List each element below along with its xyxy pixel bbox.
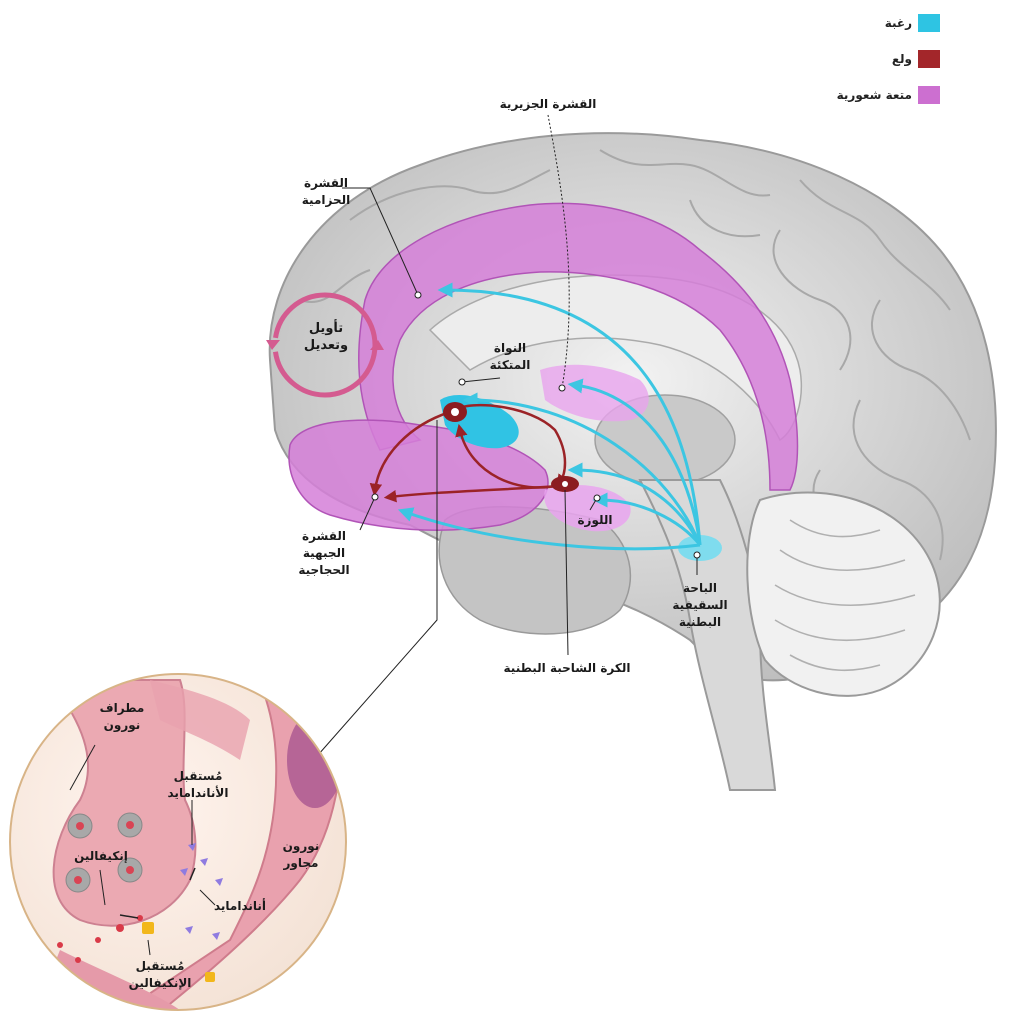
vta-structure: [678, 535, 722, 561]
label-vta: الباحة السقيفية البطنية: [672, 581, 728, 629]
anandamide-molecules: [180, 843, 223, 940]
label-neuron-terminal: مطراف نورون: [99, 701, 145, 732]
label-neighbor-neuron: نورون مجاور: [282, 839, 320, 870]
label-enkephalin-receptor: مُستقبل الإنكيفالين: [128, 959, 192, 990]
hotspots: [443, 402, 579, 492]
neuron-terminal-body: [48, 679, 197, 927]
neighbor-neuron-nucleus: [287, 712, 343, 808]
cerebellum: [746, 491, 941, 697]
label-enkephalin: إنكيفالين: [74, 849, 128, 863]
inset-leader-lines: [69, 744, 216, 956]
pleasure-regions: [288, 202, 799, 532]
desire-pathways: [397, 282, 702, 551]
label-interpretation: تأويل وتعديل: [303, 321, 349, 353]
inset-arrows: [119, 867, 196, 919]
legend-label-desire: رغبة: [884, 16, 912, 30]
inset-border: [9, 673, 347, 1011]
label-anchor-dots: [371, 291, 701, 559]
label-ventral-pallidum: الكرة الشاحبة البطنية: [503, 661, 631, 675]
label-orbitofrontal-cortex: القشرة الجبهية الحجاجية: [298, 529, 350, 577]
label-cingulate-cortex: القشرة الحزامية: [301, 176, 351, 207]
label-nucleus-accumbens: النواة المتكئة: [489, 341, 531, 372]
vesicle-cores: [74, 821, 134, 884]
interpretation-loop: [266, 292, 384, 398]
temporal-lobe: [438, 506, 632, 635]
legend-item-pleasure: متعة شعورية: [820, 86, 940, 104]
legend: رغبة ولع متعة شعورية: [820, 14, 940, 122]
label-anandamide-receptor: مُستقبل الأناندامايد: [167, 769, 229, 800]
label-anandamide: أناندامايد: [213, 899, 267, 913]
label-amygdala: اللوزة: [577, 513, 613, 527]
enkephalin-receptors: [142, 922, 215, 982]
addiction-pathways: [369, 404, 569, 503]
legend-swatch-pleasure: [918, 86, 940, 104]
legend-item-addiction: ولع: [820, 50, 940, 68]
label-insular-cortex: القشرة الجزيرية: [499, 97, 597, 111]
legend-item-desire: رغبة: [820, 14, 940, 32]
orbitofrontal-cortex-region: [288, 419, 549, 531]
leader-lines: [317, 114, 698, 756]
cingulate-cortex-region: [358, 202, 799, 491]
legend-label-pleasure: متعة شعورية: [836, 88, 912, 102]
enkephalin-molecules: [57, 915, 143, 963]
legend-label-addiction: ولع: [891, 52, 912, 66]
insular-cortex-region: [540, 364, 649, 422]
legend-swatch-addiction: [918, 50, 940, 68]
synapse-inset: [9, 673, 347, 1011]
legend-swatch-desire: [918, 14, 940, 32]
